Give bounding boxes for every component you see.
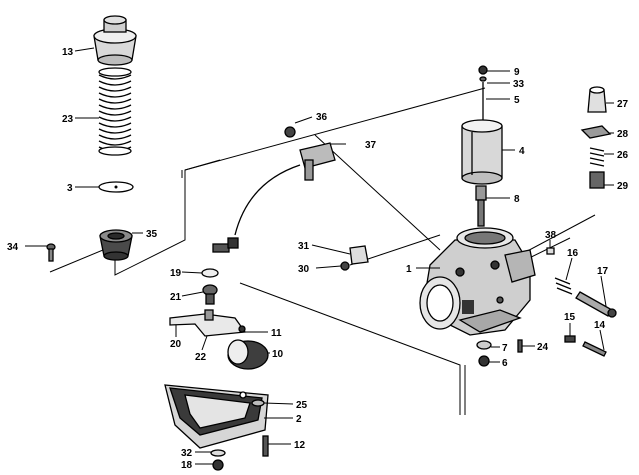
top-cap-part xyxy=(93,15,137,66)
label-15: 15 xyxy=(564,312,576,323)
label-19: 19 xyxy=(170,268,182,279)
label-29: 29 xyxy=(617,181,629,192)
label-12: 12 xyxy=(294,440,306,451)
label-5: 5 xyxy=(514,95,520,106)
label-32: 32 xyxy=(181,448,193,459)
label-7: 7 xyxy=(502,343,508,354)
starter-plunger-part xyxy=(580,86,612,189)
label-27: 27 xyxy=(617,99,629,110)
stop-screw-part xyxy=(564,335,607,357)
label-38: 38 xyxy=(545,230,557,241)
label-34: 34 xyxy=(7,242,19,253)
bowl-screws-part xyxy=(210,435,269,471)
label-35: 35 xyxy=(146,229,158,240)
label-6: 6 xyxy=(502,358,508,369)
pilot-screw-part xyxy=(554,277,617,318)
retainer-nut-part xyxy=(99,229,133,261)
label-8: 8 xyxy=(514,194,520,205)
label-22: 22 xyxy=(195,352,207,363)
label-9: 9 xyxy=(514,67,520,78)
pin-part xyxy=(546,247,555,255)
part-labels: 13 23 3 35 34 36 37 9 33 5 4 8 27 28 26 … xyxy=(7,47,629,471)
washer-part xyxy=(98,181,134,193)
label-20: 20 xyxy=(170,339,182,350)
label-3: 3 xyxy=(67,183,73,194)
label-10: 10 xyxy=(272,349,284,360)
float-part xyxy=(227,325,269,370)
label-21: 21 xyxy=(170,292,182,303)
drain-parts xyxy=(476,339,523,367)
label-31: 31 xyxy=(298,241,310,252)
label-14: 14 xyxy=(594,320,606,331)
needle-jet-part xyxy=(475,185,487,227)
throttle-slide-part xyxy=(461,119,503,185)
leader-lines xyxy=(25,47,614,465)
carburetor-body-part xyxy=(419,227,536,336)
small-screw-part xyxy=(46,243,56,262)
label-30: 30 xyxy=(298,264,310,275)
label-18: 18 xyxy=(181,460,193,471)
label-2: 2 xyxy=(296,414,302,425)
jet-needle-part xyxy=(478,65,488,122)
label-13: 13 xyxy=(62,47,74,58)
spring-part xyxy=(98,67,132,156)
float-bowl-part xyxy=(164,384,269,449)
label-25: 25 xyxy=(296,400,308,411)
label-16: 16 xyxy=(567,248,579,259)
label-17: 17 xyxy=(597,266,609,277)
label-28: 28 xyxy=(617,129,629,140)
cable-bracket-part xyxy=(212,126,336,253)
float-arm-part xyxy=(169,309,247,337)
label-11: 11 xyxy=(271,328,282,339)
label-23: 23 xyxy=(62,114,74,125)
label-26: 26 xyxy=(617,150,629,161)
label-37: 37 xyxy=(365,140,377,151)
label-4: 4 xyxy=(519,146,525,157)
label-36: 36 xyxy=(316,112,328,123)
label-1: 1 xyxy=(406,264,412,275)
float-valve-part xyxy=(201,268,219,305)
choke-bracket-part xyxy=(340,245,369,271)
label-33: 33 xyxy=(513,79,525,90)
label-24: 24 xyxy=(537,342,549,353)
